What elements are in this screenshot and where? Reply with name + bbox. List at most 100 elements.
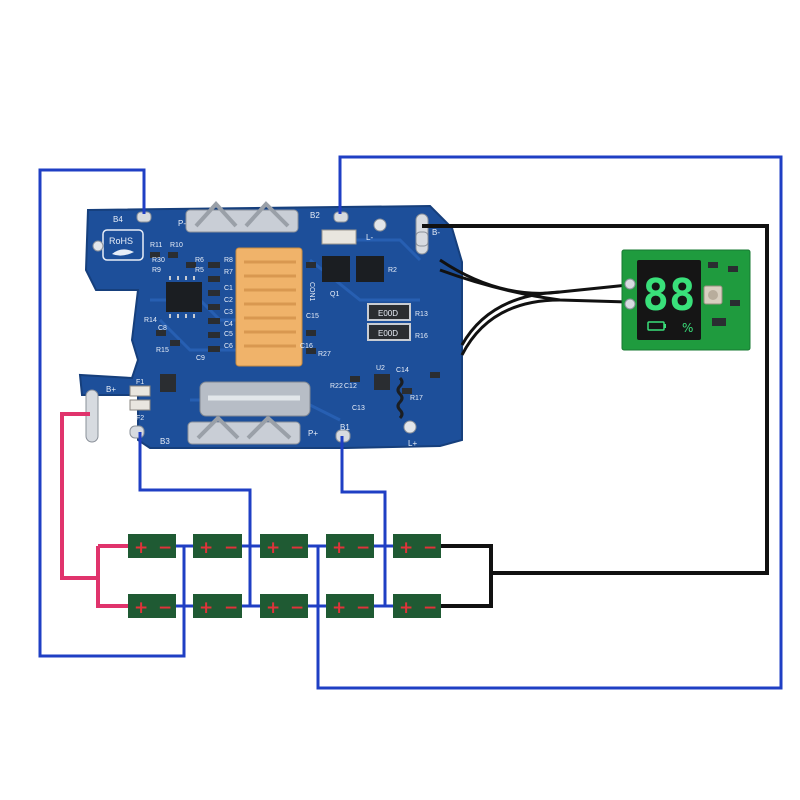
balance-wires <box>38 155 783 690</box>
label-q1: Q1 <box>330 291 339 298</box>
cell-plus: + <box>332 538 346 558</box>
rohs-leaf-icon <box>112 249 134 256</box>
rohs-label: RoHS <box>109 236 133 246</box>
label-c2: C2 <box>224 297 233 304</box>
pad-label-l-plus: L+ <box>408 439 417 448</box>
display-smd <box>708 262 740 326</box>
shunt-resistor-a <box>367 303 411 321</box>
fuse-f2 <box>129 399 151 411</box>
pad-label-p-minus: P- <box>178 219 186 228</box>
cell: + − <box>128 534 176 558</box>
cell: + − <box>393 594 441 618</box>
cell-plus: + <box>199 598 213 618</box>
label-u2: U2 <box>376 365 385 372</box>
pad-label-b-minus: B- <box>432 228 440 237</box>
cell: + − <box>260 594 308 618</box>
display-pad-bottom <box>624 298 636 310</box>
wire-b4 <box>38 168 186 658</box>
mount-hole-b <box>403 420 417 434</box>
cell: + − <box>326 534 374 558</box>
label-r16: R16 <box>415 333 428 340</box>
mount-hole-c <box>92 240 104 252</box>
pad-label-p-plus: P+ <box>308 429 318 438</box>
pad-label-b2: B2 <box>310 211 320 220</box>
wire-b3 <box>138 432 252 606</box>
p-minus-terminal <box>185 201 299 233</box>
header-pins <box>321 229 357 245</box>
cell: + − <box>128 594 176 618</box>
label-r9: R9 <box>152 267 161 274</box>
cell-plus: + <box>266 538 280 558</box>
cell-minus: − <box>224 538 238 558</box>
middle-contacts <box>199 381 311 417</box>
label-r15: R15 <box>156 347 169 354</box>
cell-minus: − <box>158 598 172 618</box>
display-pad-top <box>624 278 636 290</box>
label-r11: R11 <box>150 242 162 249</box>
bms-ic-chip <box>166 282 202 312</box>
mosfet-q2 <box>356 256 384 282</box>
label-c4: C4 <box>224 321 233 328</box>
label-c1: C1 <box>224 285 233 292</box>
label-r22: R22 <box>330 383 343 390</box>
cell-minus: − <box>290 598 304 618</box>
cell-array: + − + − + − + − + − + − <box>128 534 441 618</box>
label-con1: CON1 <box>308 282 315 302</box>
shunt-label-a: E00D <box>378 309 398 318</box>
coil <box>396 376 404 420</box>
label-f1: F1 <box>136 379 144 386</box>
label-c16: C16 <box>300 343 313 350</box>
label-r13: R13 <box>415 311 428 318</box>
display-leads <box>439 258 629 356</box>
wire-b1 <box>340 436 387 546</box>
label-c3: C3 <box>224 309 233 316</box>
cell-minus: − <box>356 598 370 618</box>
label-c8: C8 <box>158 325 167 332</box>
label-c12: C12 <box>344 383 357 390</box>
label-c14: C14 <box>396 367 409 374</box>
bms-board: RoHS <box>78 201 463 449</box>
cell: + − <box>326 594 374 618</box>
pad-label-b-plus: B+ <box>106 385 116 394</box>
label-r27: R27 <box>318 351 331 358</box>
label-r5: R5 <box>195 267 204 274</box>
cell: + − <box>393 534 441 558</box>
component-labels: R11 R10 R9 R30 R8 R7 R6 R5 C1 C2 C3 C4 C… <box>136 242 428 422</box>
cell-minus: − <box>158 538 172 558</box>
cell-plus: + <box>199 538 213 558</box>
cell-plus: + <box>399 538 413 558</box>
cell-plus: + <box>266 598 280 618</box>
display-percent: % <box>682 321 693 335</box>
b-minus-wire <box>422 224 769 608</box>
label-r14: R14 <box>144 317 157 324</box>
p-plus-terminal <box>187 415 301 445</box>
orange-connector <box>235 247 303 367</box>
label-f2: F2 <box>136 415 144 422</box>
cell-plus: + <box>399 598 413 618</box>
cell-plus: + <box>134 538 148 558</box>
label-r30: R30 <box>152 257 165 264</box>
cell-minus: − <box>423 538 437 558</box>
mount-hole-a <box>373 218 387 232</box>
cell-plus: + <box>134 598 148 618</box>
label-r2: R2 <box>388 267 397 274</box>
fuse-f1 <box>129 385 151 397</box>
cell-minus: − <box>290 538 304 558</box>
shunt-resistor-b <box>367 323 411 341</box>
label-c9: C9 <box>196 355 205 362</box>
pad-label-l-minus: L- <box>366 233 373 242</box>
label-c13: C13 <box>352 405 365 412</box>
cell-minus: − <box>356 538 370 558</box>
label-c5: C5 <box>224 331 233 338</box>
cell: + − <box>260 534 308 558</box>
battery-display-board: 88 % <box>621 249 751 351</box>
b-plus-wire <box>60 412 128 608</box>
label-r6: R6 <box>195 257 204 264</box>
cell-plus: + <box>332 598 346 618</box>
mosfet-q1 <box>322 256 350 282</box>
label-c15: C15 <box>306 313 319 320</box>
display-screen <box>637 260 701 340</box>
cell: + − <box>193 534 242 558</box>
cell-minus: − <box>224 598 238 618</box>
shunt-label-b: E00D <box>378 329 398 338</box>
